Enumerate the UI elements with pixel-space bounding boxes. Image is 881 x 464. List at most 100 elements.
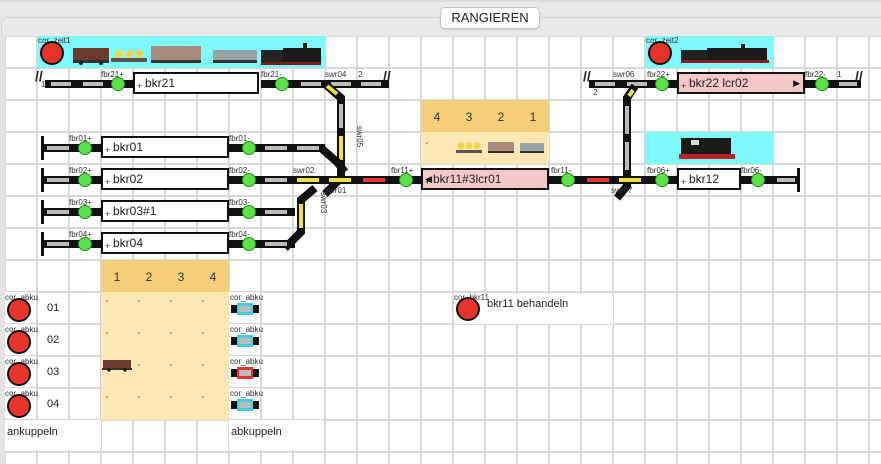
- block-bkr22[interactable]: bkr22 lcr02+▶: [677, 72, 805, 94]
- block-bkr21[interactable]: bkr21+: [133, 72, 259, 94]
- abku-header: [101, 260, 229, 292]
- signal-fbr06-minus[interactable]: [751, 173, 765, 187]
- signal-fbr21-plus[interactable]: [111, 77, 125, 91]
- signal-fbr04-plus[interactable]: [78, 237, 92, 251]
- abkuppeln-button[interactable]: abkuppeln: [231, 426, 282, 438]
- signal-fbr02-plus[interactable]: [78, 173, 92, 187]
- uncouple-track-icon[interactable]: [231, 302, 259, 315]
- uncouple-track-icon[interactable]: [231, 398, 259, 411]
- bkr11-action-button[interactable]: [456, 297, 480, 321]
- abku-state-label: cor_abku: [230, 389, 263, 398]
- signal-fbr01-minus[interactable]: [242, 141, 256, 155]
- signal-fbr22-minus[interactable]: [815, 77, 829, 91]
- signal-label: fbr03-: [229, 198, 250, 207]
- signal-label: fbr06-: [741, 166, 762, 175]
- switch-label: swr01: [325, 186, 347, 195]
- signal-fbr01-plus[interactable]: [78, 141, 92, 155]
- block-label: bkr11#3lcr01: [433, 172, 502, 186]
- buffer-stop-track: [741, 176, 799, 184]
- plus-icon: +: [681, 81, 687, 91]
- ankuppeln-button[interactable]: ankuppeln: [7, 426, 58, 438]
- empty-slot: -: [137, 392, 141, 403]
- track: [261, 80, 389, 88]
- signal-fbr21-minus[interactable]: [275, 77, 289, 91]
- signal-fbr03-plus[interactable]: [78, 205, 92, 219]
- plus-icon: +: [105, 209, 111, 219]
- block-bkr12[interactable]: bkr12+: [677, 168, 741, 190]
- plus-icon: +: [105, 145, 111, 155]
- signal-label: fbr11-: [551, 166, 572, 175]
- abku-row-button[interactable]: [7, 298, 31, 322]
- signal-label: fbr21+: [101, 70, 124, 79]
- capacity-slot-number: 4: [433, 110, 441, 124]
- empty-slot: -: [105, 328, 109, 339]
- connector-label: 2: [593, 88, 598, 97]
- empty-slot: -: [425, 138, 429, 149]
- abku-label: cor_abku: [5, 293, 38, 302]
- rangieren-button[interactable]: RANGIEREN: [440, 7, 540, 29]
- block-bkr01[interactable]: bkr01+: [101, 136, 229, 158]
- track-end-break-icon: //: [855, 68, 863, 84]
- abku-state-label: cor_abku: [230, 325, 263, 334]
- plus-icon: +: [105, 241, 111, 251]
- empty-slot: -: [169, 360, 173, 371]
- block-bkr02[interactable]: bkr02+: [101, 168, 229, 190]
- switch-label: swr07: [611, 186, 633, 195]
- slot-number: 1: [113, 270, 121, 284]
- block-bkr04[interactable]: bkr04+: [101, 232, 229, 254]
- switch-label: swr05: [355, 125, 365, 148]
- signal-fbr03-minus[interactable]: [242, 205, 256, 219]
- capacity-slot-number: 1: [529, 110, 537, 124]
- slot-number: 3: [177, 270, 185, 284]
- bkr11-wagons-icon: [456, 142, 544, 153]
- signal-fbr06-plus[interactable]: [655, 173, 669, 187]
- hopper-wagon-icon: [102, 358, 132, 372]
- block-bkr03[interactable]: bkr03#1+: [101, 200, 229, 222]
- signal-label: fbr22-: [805, 70, 826, 79]
- block-label: bkr03#1: [113, 204, 157, 218]
- signal-label: fbr02+: [69, 166, 92, 175]
- empty-slot: -: [137, 360, 141, 371]
- empty-slot: -: [137, 328, 141, 339]
- block-label: bkr04: [113, 236, 144, 250]
- track: [589, 80, 677, 88]
- signal-label: fbr06+: [647, 166, 670, 175]
- signal-fbr11-plus[interactable]: [399, 173, 413, 187]
- train-zeit1-icon: [73, 43, 321, 65]
- plus-icon: +: [137, 81, 143, 91]
- empty-slot: -: [201, 296, 205, 307]
- empty-slot: -: [105, 392, 109, 403]
- toolbar: RANGIEREN: [0, 0, 881, 38]
- block-bkr11[interactable]: bkr11#3lcr01+◀: [421, 168, 549, 190]
- abku-state-label: cor_abku: [230, 357, 263, 366]
- switch-label: swr04: [325, 70, 347, 79]
- abku-row-number: 04: [47, 398, 60, 410]
- signal-fbr22-plus[interactable]: [655, 77, 669, 91]
- abku-row-number: 03: [47, 366, 60, 378]
- track-layout-panel: cor_zeit1 cor_zeit2 1 // fbr21+ bkr21+ f…: [5, 36, 881, 464]
- abku-row-button[interactable]: [7, 362, 31, 386]
- signal-fbr11-minus[interactable]: [561, 173, 575, 187]
- timer-zeit2-button[interactable]: [648, 41, 672, 65]
- signal-label: fbr01-: [229, 134, 250, 143]
- signal-fbr02-minus[interactable]: [242, 173, 256, 187]
- uncouple-track-icon[interactable]: [231, 334, 259, 347]
- signal-label: fbr04-: [229, 230, 250, 239]
- train-zeit2-icon: [681, 44, 769, 63]
- uncouple-track-icon[interactable]: [231, 366, 259, 379]
- signal-label: fbr03+: [69, 198, 92, 207]
- timer-zeit1-button[interactable]: [40, 41, 64, 65]
- signal-fbr04-minus[interactable]: [242, 237, 256, 251]
- switch-label: swr03: [319, 191, 329, 214]
- track: [805, 80, 861, 88]
- abku-row-button[interactable]: [7, 330, 31, 354]
- track: [229, 208, 295, 216]
- abku-row-button[interactable]: [7, 394, 31, 418]
- signal-label: fbr01+: [69, 134, 92, 143]
- timer-label: cor_zeit1: [38, 36, 70, 45]
- switch-label: swr02: [293, 166, 315, 175]
- block-label: bkr21: [145, 76, 176, 90]
- main-track: [549, 176, 677, 184]
- signal-label: fbr22+: [647, 70, 670, 79]
- abku-label: cor_abku: [5, 325, 38, 334]
